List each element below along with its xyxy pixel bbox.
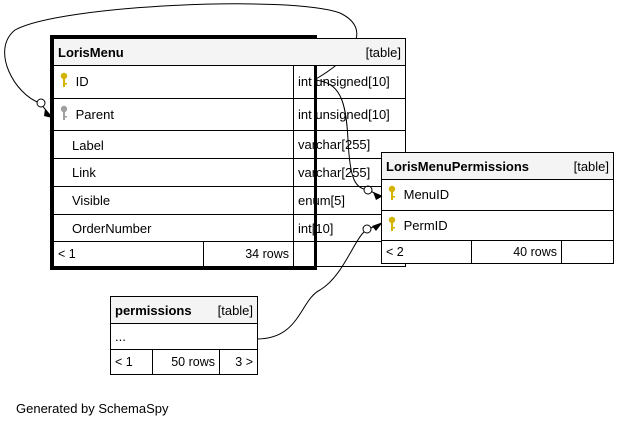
collapsed-columns: ... bbox=[109, 322, 259, 351]
table-type-tag: [table] bbox=[365, 44, 401, 60]
table-header: LorisMenu [table] bbox=[53, 38, 406, 66]
column-label[interactable]: Label bbox=[53, 130, 294, 160]
column-name: Link bbox=[72, 165, 96, 181]
table-name: LorisMenuPermissions bbox=[386, 158, 530, 174]
key-icon bbox=[58, 72, 72, 91]
parents-count-link[interactable]: < 1 bbox=[53, 241, 204, 267]
key-icon bbox=[386, 216, 400, 235]
optional-marker-parent bbox=[36, 98, 46, 108]
column-ordernumber[interactable]: OrderNumber bbox=[53, 213, 294, 243]
relation-lorismenu-parent-to-id bbox=[4, 3, 358, 116]
key-icon bbox=[386, 185, 400, 204]
column-name: Label bbox=[72, 137, 104, 153]
children-count-link[interactable] bbox=[560, 240, 615, 264]
column-name: OrderNumber bbox=[72, 221, 152, 237]
foreign-key-icon bbox=[58, 105, 72, 124]
column-type: int unsigned[10] bbox=[293, 65, 406, 99]
column-name: PermID bbox=[403, 217, 448, 233]
table-type-tag: [table] bbox=[573, 158, 610, 174]
column-id[interactable]: ID bbox=[53, 65, 294, 99]
table-name: LorisMenu bbox=[58, 44, 124, 60]
row-count: 40 rows bbox=[471, 240, 562, 264]
column-parent[interactable]: Parent bbox=[53, 97, 294, 132]
column-menuid[interactable]: MenuID bbox=[380, 179, 615, 211]
column-permid[interactable]: PermID bbox=[380, 209, 615, 242]
table-header: permissions [table] bbox=[109, 296, 259, 324]
children-count-link[interactable]: 3 > bbox=[218, 349, 259, 375]
row-count: 34 rows bbox=[203, 241, 294, 267]
table-permissions[interactable]: permissions [table] ... < 1 50 rows 3 > bbox=[109, 296, 259, 375]
table-header: LorisMenuPermissions [table] bbox=[380, 152, 615, 180]
table-name: permissions bbox=[115, 302, 192, 318]
generated-by-caption: Generated by SchemaSpy bbox=[16, 401, 169, 416]
table-lorismenu[interactable]: LorisMenu [table] ID int unsigned[10] Pa… bbox=[50, 35, 406, 270]
column-type: int unsigned[10] bbox=[293, 97, 406, 132]
column-name: ID bbox=[75, 74, 89, 90]
column-link[interactable]: Link bbox=[53, 158, 294, 187]
row-count: 50 rows bbox=[152, 349, 220, 375]
parents-count-link[interactable]: < 2 bbox=[381, 240, 472, 264]
column-name: Visible bbox=[72, 193, 111, 209]
column-name: MenuID bbox=[403, 187, 450, 203]
column-visible[interactable]: Visible bbox=[53, 185, 294, 215]
table-type-tag: [table] bbox=[217, 302, 254, 318]
column-name: Parent bbox=[75, 106, 114, 122]
table-lorismenupermissions[interactable]: LorisMenuPermissions [table] MenuID Perm… bbox=[380, 152, 615, 264]
parents-count-link[interactable]: < 1 bbox=[110, 349, 153, 375]
